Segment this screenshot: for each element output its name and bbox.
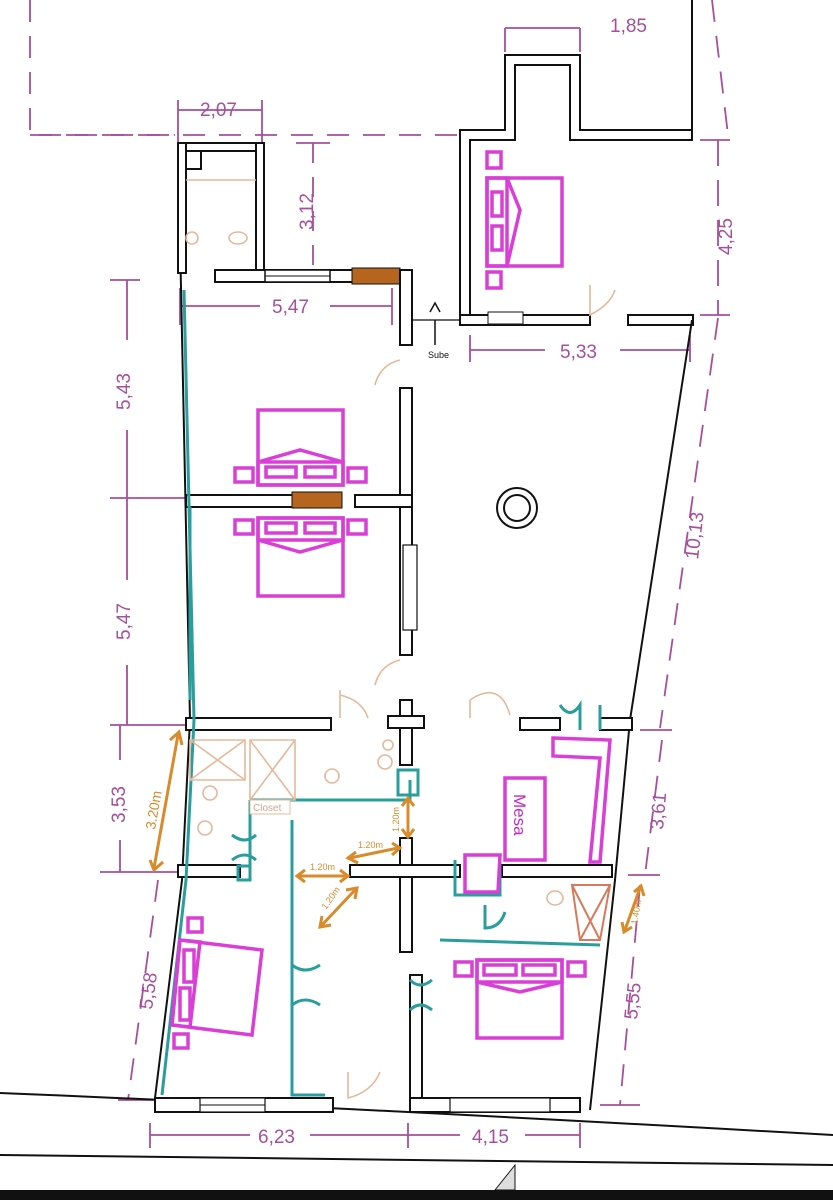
bed-upper: [233, 408, 368, 487]
dim-353: 3,53: [109, 786, 130, 823]
desk: Mesa: [463, 736, 612, 894]
bed-lower-left: [170, 916, 264, 1050]
dim-533: 5,33: [560, 342, 597, 363]
dim-558: 5,58: [136, 971, 162, 1011]
bottom-marker: [493, 1163, 516, 1191]
dim-425: 4,25: [716, 218, 737, 255]
bottom-band: [0, 1190, 833, 1200]
dim-547-top: 5,47: [272, 297, 309, 318]
window: [487, 311, 524, 325]
clearance-320: 3.20m: [142, 789, 165, 830]
dim-547-left: 5,47: [114, 603, 135, 640]
bed-middle: [233, 516, 368, 598]
window: [449, 1097, 551, 1113]
dim-623: 6,23: [258, 1127, 295, 1148]
clearance-annotations: 3.20m 1.20m 1.20m 1.20m 1.20m 1.40m: [142, 729, 646, 935]
clearance-120-left: 1.20m: [310, 862, 335, 872]
clearance-140: 1.40m: [629, 899, 643, 925]
clearance-120-horizontal: 1.20m: [358, 840, 383, 850]
dimension-lines: [0, 0, 833, 1166]
dim-185: 1,85: [610, 16, 647, 37]
dim-543: 5,43: [114, 373, 135, 410]
closet-label: Closet: [253, 803, 282, 814]
closet-tag: [249, 799, 291, 815]
window: [402, 544, 418, 631]
bathroom-fixtures: [185, 179, 612, 941]
sube-label: Sube: [428, 350, 449, 360]
bed-lower-right: [453, 958, 587, 1040]
beam-top: [351, 267, 401, 285]
bed-top-right: [485, 150, 564, 290]
dim-312: 3,12: [297, 193, 318, 230]
dim-207: 2,07: [200, 100, 237, 121]
dim-1013: 10,13: [682, 511, 709, 561]
dimension-labels: 1,85 2,07 3,12 4,25 5,47 5,33 5,43 10,13…: [109, 16, 737, 1148]
dim-415: 4,15: [472, 1127, 509, 1148]
clearance-120-vertical: 1.20m: [391, 807, 401, 832]
dim-555: 5,55: [621, 982, 646, 1021]
dim-361: 3,61: [647, 792, 671, 831]
walls: Sube: [154, 0, 694, 1113]
beam-middle: [291, 491, 343, 509]
doors: [339, 285, 616, 1100]
column: [496, 487, 538, 529]
furniture: Mesa: [170, 150, 612, 1050]
mesa-label: Mesa: [510, 794, 529, 836]
